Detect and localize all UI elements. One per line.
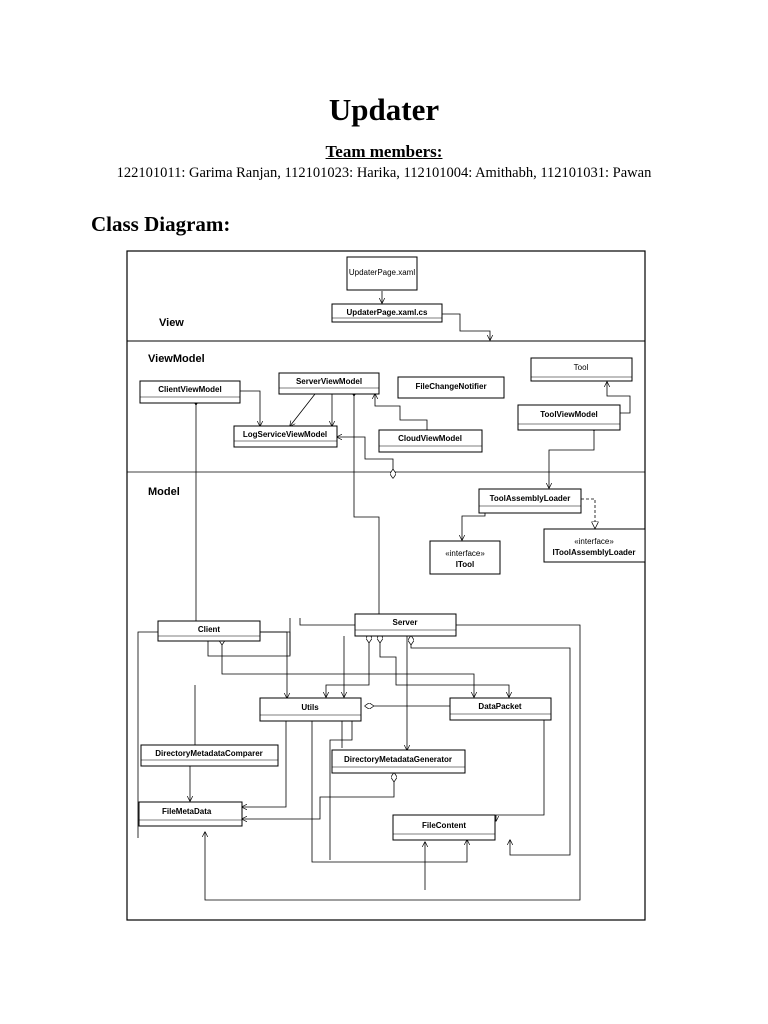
relationships xyxy=(137,291,631,901)
class-name: ServerViewModel xyxy=(296,377,362,386)
relation-servervm-server-composition xyxy=(354,396,380,614)
interface-itool: «interface» ITool xyxy=(429,540,501,575)
team-members: 122101011: Garima Ranjan, 112101023: Har… xyxy=(116,165,652,181)
class-cloud-view-model: CloudViewModel xyxy=(378,429,483,453)
interface-stereotype: «interface» xyxy=(574,537,614,546)
class-tool-view-model: ToolViewModel xyxy=(517,404,621,431)
interface-itool-assembly-loader: «interface» IToolAssemblyLoader xyxy=(543,528,646,563)
class-file-meta-data: FileMetaData xyxy=(138,801,243,827)
class-name: Utils xyxy=(301,703,319,712)
class-name: ClientViewModel xyxy=(158,385,221,394)
relation-server-left-loop xyxy=(299,618,355,626)
class-name: FileChangeNotifier xyxy=(415,382,486,391)
class-client-view-model: ClientViewModel xyxy=(139,380,241,404)
class-file-content: FileContent xyxy=(392,814,496,841)
relation-utils-filecontent-loop xyxy=(329,721,353,860)
relation-client-left-loop xyxy=(137,631,158,838)
class-name: Server xyxy=(393,618,418,627)
class-name: LogServiceViewModel xyxy=(243,430,327,439)
class-name: Client xyxy=(198,625,221,634)
relation-servervm-logservice-a xyxy=(290,393,316,426)
class-client: Client xyxy=(157,620,261,642)
relation-clientvm-logservice xyxy=(240,390,260,426)
viewmodel-section-label: ViewModel xyxy=(148,353,205,365)
relation-cloudvm-logservice xyxy=(337,437,393,469)
view-section-label: View xyxy=(159,317,184,329)
model-section-label: Model xyxy=(148,486,180,498)
class-server: Server xyxy=(354,613,457,637)
class-utils: Utils xyxy=(259,697,362,722)
relation-client-data-loop xyxy=(208,618,291,657)
class-name: Tool xyxy=(574,363,589,372)
class-tool-assembly-loader: ToolAssemblyLoader xyxy=(478,488,582,514)
relation-xaml-cs-self xyxy=(442,314,490,340)
interface-stereotype: «interface» xyxy=(445,549,485,558)
class-data-packet: DataPacket xyxy=(449,697,552,721)
class-directory-metadata-generator: DirectoryMetadataGenerator xyxy=(331,749,466,774)
class-updater-page-xaml: UpdaterPage.xaml xyxy=(346,256,418,291)
relation-client-datapacket xyxy=(222,645,474,697)
document-title: Updater xyxy=(328,92,440,127)
interface-name: ITool xyxy=(456,560,475,569)
class-name: CloudViewModel xyxy=(398,434,462,443)
class-name: UpdaterPage.xaml xyxy=(349,268,415,277)
relation-server-utils-b xyxy=(326,643,369,697)
relation-utils-filecontent-bottom xyxy=(311,721,467,863)
class-updater-page-xaml-cs: UpdaterPage.xaml.cs xyxy=(331,303,443,323)
relation-datapacket-filecontent xyxy=(496,720,545,821)
class-name: ToolViewModel xyxy=(540,410,597,419)
class-name: UpdaterPage.xaml.cs xyxy=(347,308,428,317)
relation-toolvm-tool xyxy=(607,382,631,413)
relation-client-utils xyxy=(260,631,287,698)
class-name: DataPacket xyxy=(478,702,521,711)
class-name: FileContent xyxy=(422,821,466,830)
class-directory-metadata-comparer: DirectoryMetadataComparer xyxy=(140,744,279,767)
class-name: DirectoryMetadataGenerator xyxy=(344,755,452,764)
relation-loader-implements-interface xyxy=(581,498,595,528)
team-heading: Team members: xyxy=(325,142,443,161)
relation-server-filecontent-right xyxy=(411,645,571,856)
class-log-service-view-model: LogServiceViewModel xyxy=(233,425,338,448)
relation-server-datapacket xyxy=(380,643,509,697)
relation-cloudvm-servervm xyxy=(375,394,427,430)
relation-server-outer-loop xyxy=(205,624,581,901)
interface-name: IToolAssemblyLoader xyxy=(553,548,636,557)
relation-toolvm-loader xyxy=(549,431,594,488)
class-name: ToolAssemblyLoader xyxy=(490,494,571,503)
relation-generator-filemetadata xyxy=(242,782,394,819)
relation-client-right xyxy=(260,631,291,655)
class-tool: Tool xyxy=(530,357,633,382)
class-server-view-model: ServerViewModel xyxy=(278,372,380,395)
class-name: DirectoryMetadataComparer xyxy=(155,749,263,758)
class-name: FileMetaData xyxy=(162,807,212,816)
class-file-change-notifier: FileChangeNotifier xyxy=(397,376,505,399)
section-heading: Class Diagram: xyxy=(91,212,231,236)
